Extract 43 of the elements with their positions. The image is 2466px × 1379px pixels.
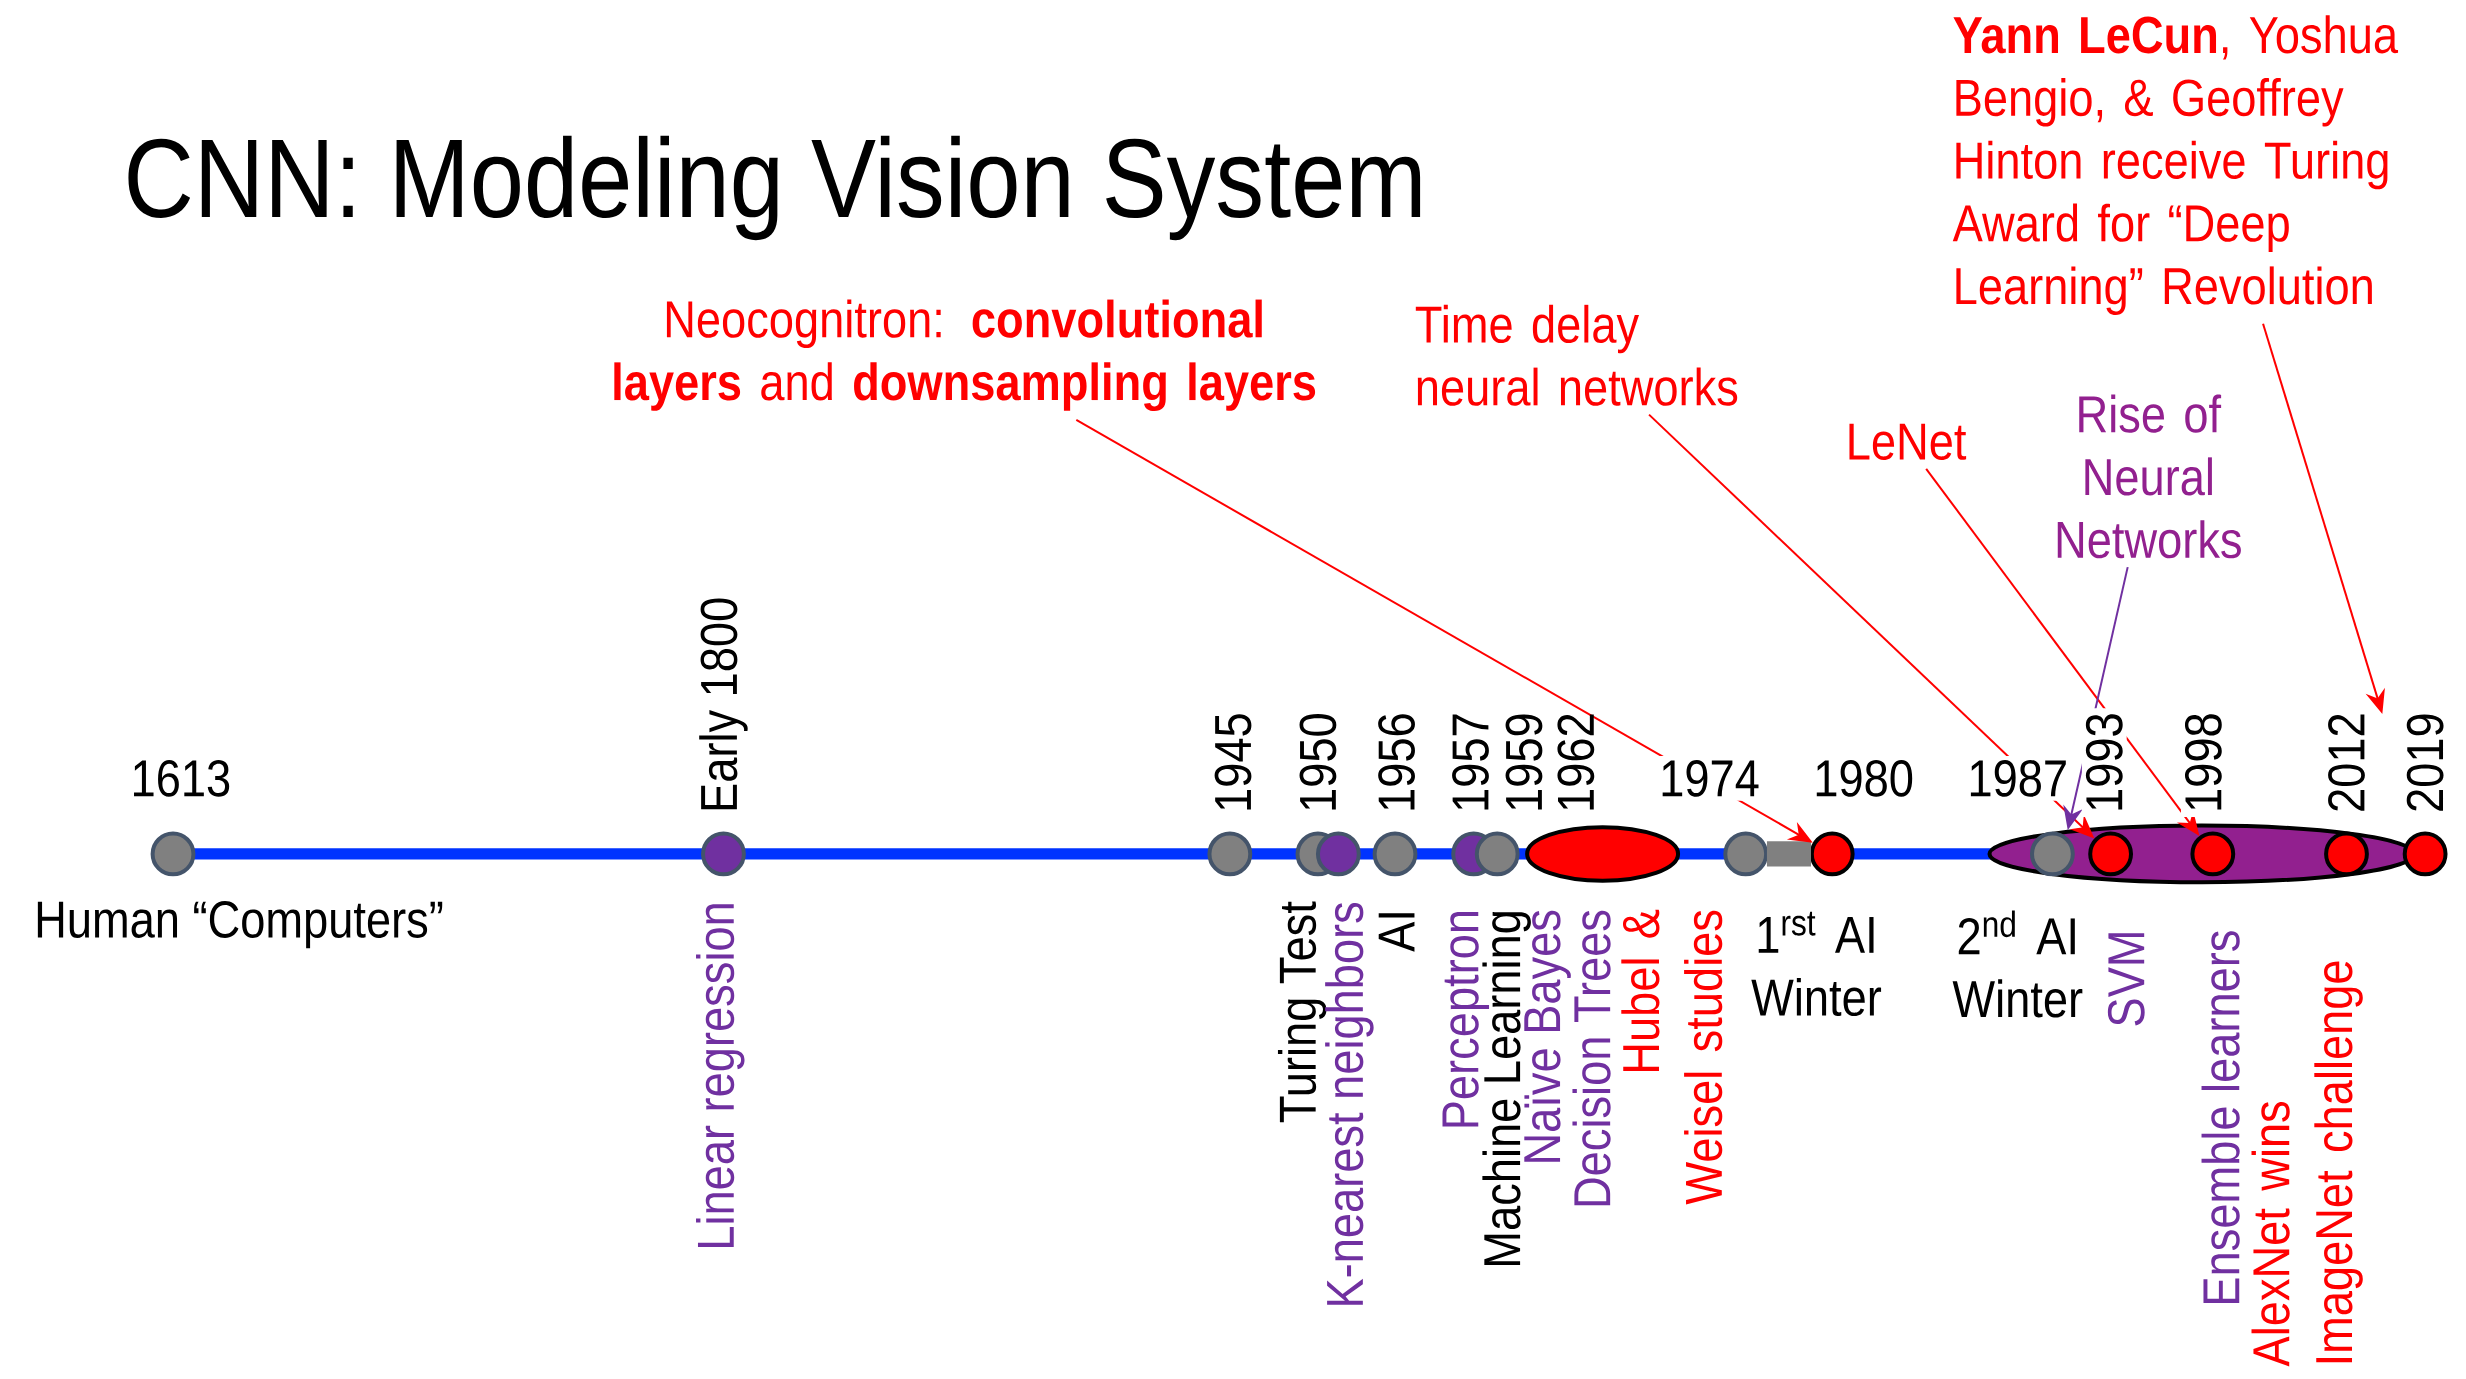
year-label: 1950 [1299,714,1337,810]
annotation-text: Time delay neural networks [1415,304,1738,406]
winter-bar [1766,841,1811,867]
highlight-ellipse [1525,825,1681,883]
timeline-dot [1809,831,1855,877]
year-label: 1980 [1809,755,1918,801]
year-label: 1993 [2081,708,2127,817]
timeline-dot [1474,831,1520,877]
event-label: AI [1378,913,1415,952]
event-label: Decision Trees [1572,910,1611,1206]
annotation-text: Yann LeCun, Yoshua Bengio, & Geoffrey Hinton receive Turing Award for “Deep Learning” Revolution [1952,15,2399,315]
annotation-text: Neocognitron: convolutional layers and downsampling layers [614,299,1316,411]
timeline-dot [701,831,746,877]
event-label: K-nearest neighbors [1325,902,1374,1305]
event-label: Hubel & Weisel studies [1621,909,1723,1205]
year-label: 1957 [1452,714,1489,810]
event-label: Human “Computers” [37,901,443,949]
year-label: 2019 [2406,714,2444,811]
year-label: 1998 [2180,708,2226,817]
winter-label: 2$^{nd}$ AI Winter [1952,910,2083,1018]
year-label: 2012 [2328,714,2365,811]
year-label: 1974 [1655,755,1764,801]
year-label: 1945 [1214,714,1252,810]
annotation-text: LeNet [1849,423,1967,460]
event-label: AlexNet wins ImageNet challenge [2251,961,2363,1367]
timeline-dot [1207,831,1253,877]
year-label: 1959 [1505,714,1543,810]
event-label: Ensemble learners [2201,931,2240,1303]
annotation-text: Rise of Neural Networks [2057,394,2241,559]
timeline-dot [1372,831,1418,877]
title: CNN: Modeling Vision System [128,135,1421,241]
timeline-dot [2190,831,2236,877]
winter-label: 1$^{rst}$ AI Winter [1751,911,1882,1016]
timeline-dot [150,831,196,877]
year-label: 1613 [126,755,236,801]
timeline-dot [1315,831,1361,877]
year-label: 1962 [1557,714,1595,810]
year-label: 1956 [1378,714,1415,810]
timeline-dot [1723,831,1769,877]
year-label: 1987 [1963,755,2073,801]
event-label: Linear regression [696,904,745,1247]
event-label: SVM [2107,933,2145,1026]
year-label: Early 1800 [699,598,748,810]
